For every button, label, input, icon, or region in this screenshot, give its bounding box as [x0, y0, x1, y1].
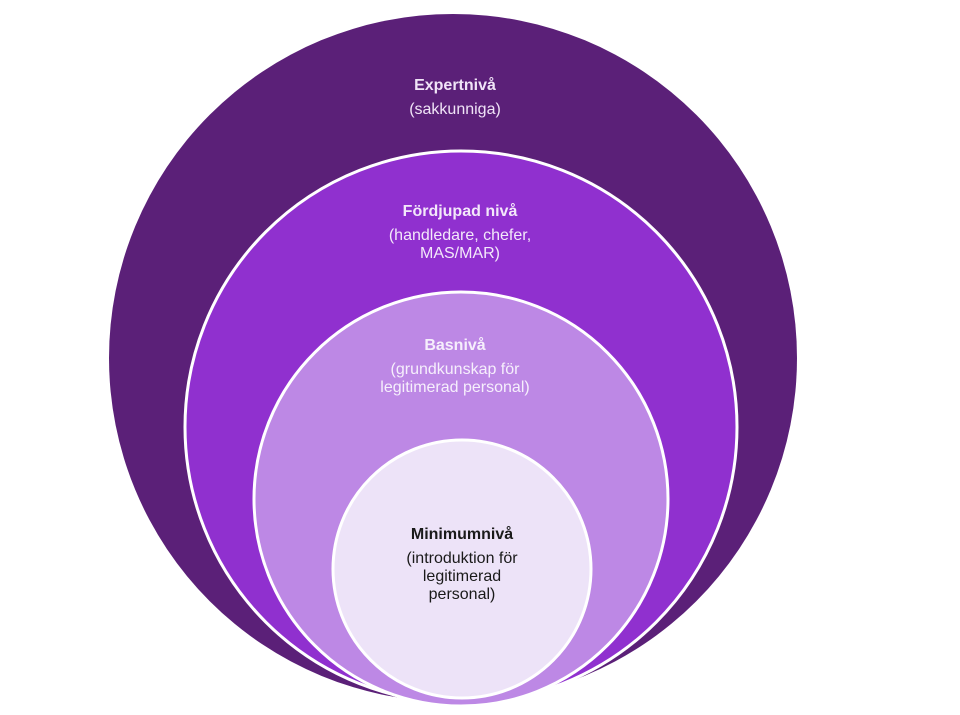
minimum-level-description: (introduktion för legitimerad personal) — [406, 549, 518, 603]
expert-level-description: (sakkunniga) — [409, 100, 501, 118]
minimum-level-label: Minimumnivå (introduktion för legitimera… — [406, 526, 517, 604]
basic-level-label: Basnivå (grundkunskap för legitimerad pe… — [380, 337, 529, 397]
circle-minimum-level — [331, 438, 593, 700]
basic-level-description: (grundkunskap för legitimerad personal) — [380, 360, 530, 396]
advanced-level-label: Fördjupad nivå (handledare, chefer, MAS/… — [389, 203, 531, 263]
advanced-level-title: Fördjupad nivå — [402, 203, 518, 220]
advanced-level-description: (handledare, chefer, MAS/MAR) — [388, 226, 532, 262]
basic-level-title: Basnivå — [424, 337, 486, 354]
minimum-level-title: Minimumnivå — [410, 526, 514, 543]
expert-level-label: Expertnivå (sakkunniga) — [409, 77, 501, 119]
expert-level-title: Expertnivå — [414, 77, 496, 94]
